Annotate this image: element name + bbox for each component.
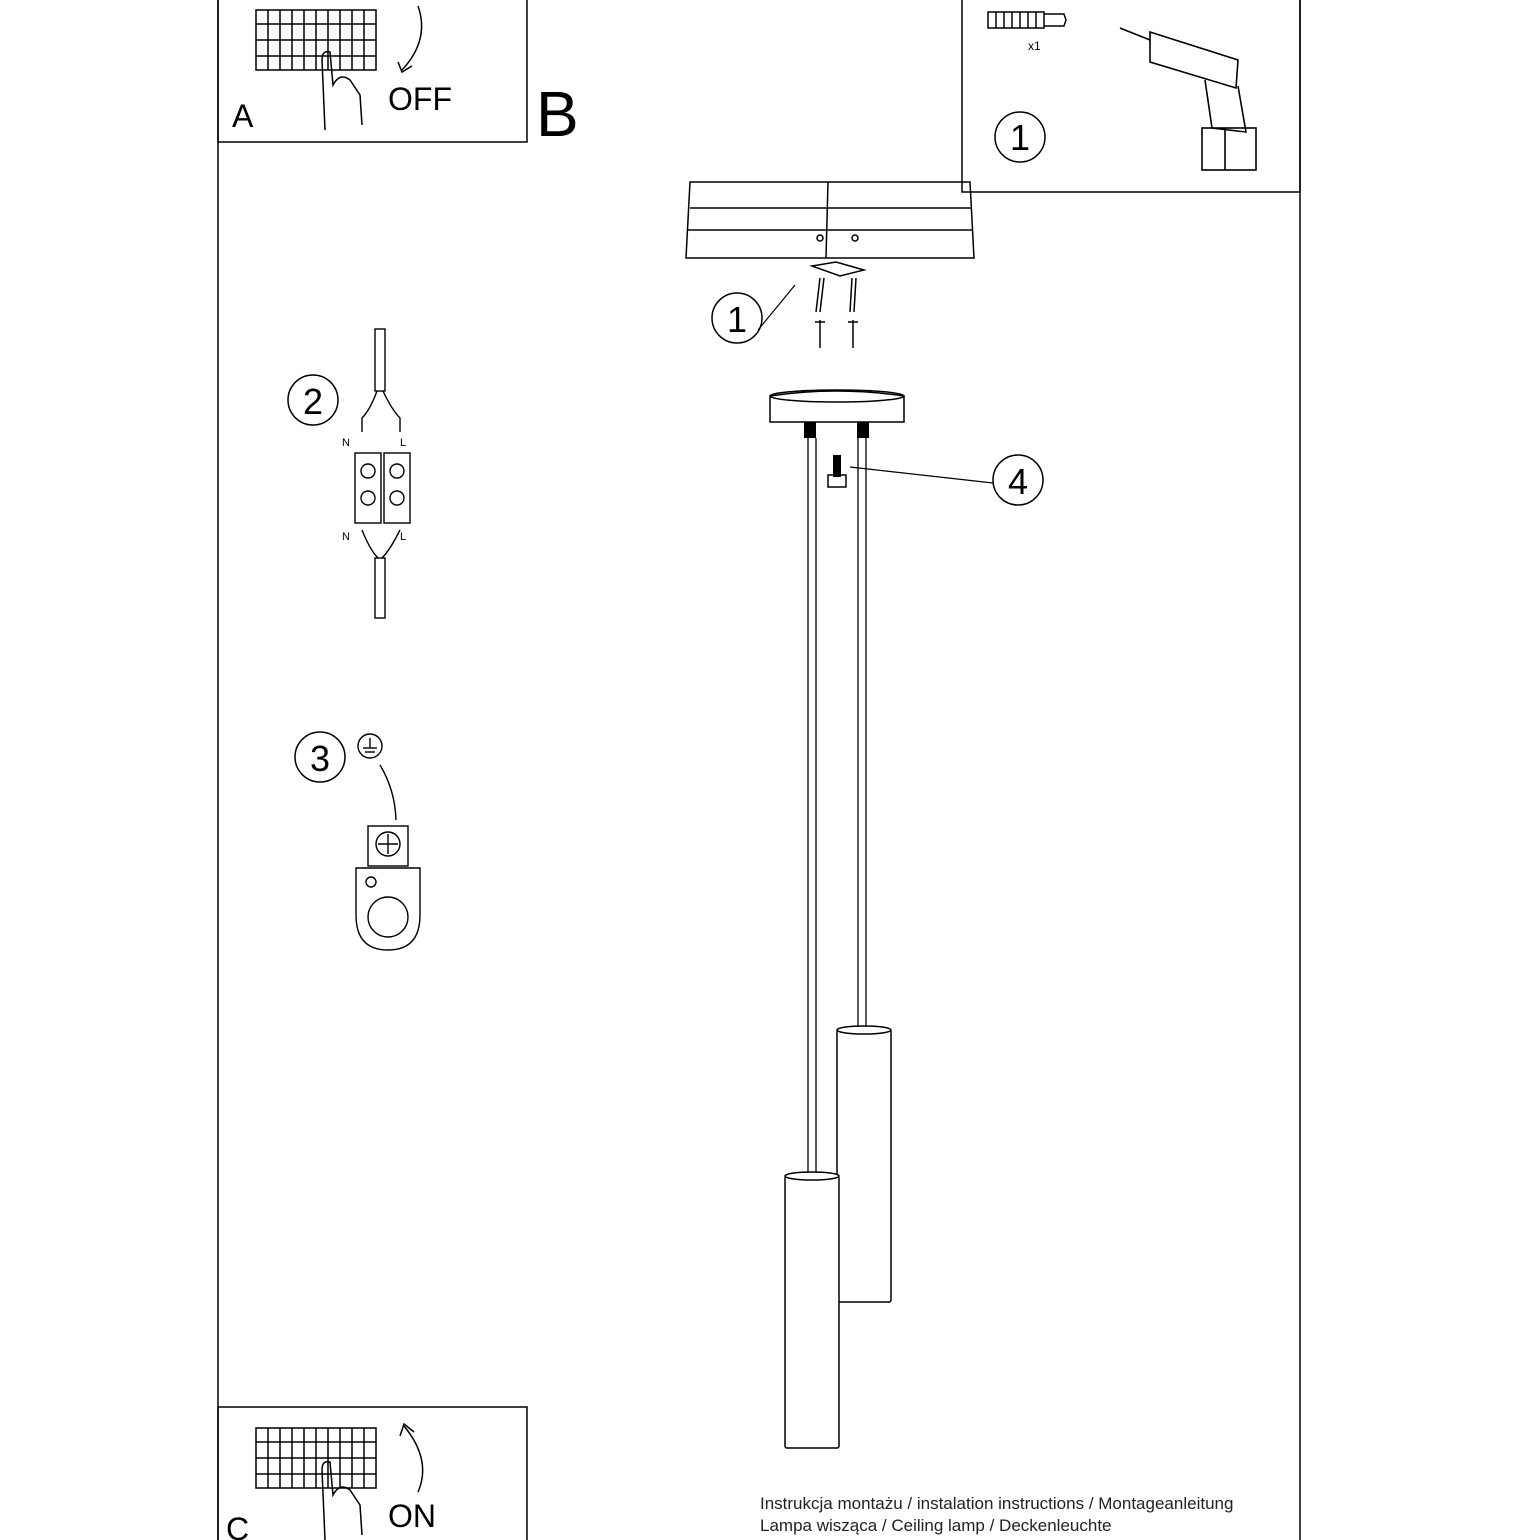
lamp-shade-left bbox=[784, 1171, 840, 1449]
step-4-leader bbox=[849, 466, 994, 484]
step-1-mount-number: 1 bbox=[727, 299, 747, 340]
wire-label-n-bottom: N bbox=[342, 531, 350, 543]
panel-a: A OFF bbox=[217, 0, 528, 143]
wiring-connector bbox=[354, 328, 411, 619]
wire-label-l-bottom: L bbox=[400, 531, 406, 543]
canopy bbox=[769, 389, 905, 423]
off-label: OFF bbox=[388, 81, 452, 117]
on-label: ON bbox=[388, 1498, 436, 1534]
panel-c-letter: C bbox=[226, 1511, 249, 1540]
step-1-leader bbox=[757, 284, 796, 331]
drill-icon bbox=[1119, 27, 1257, 171]
step-2-number: 2 bbox=[303, 381, 323, 422]
step-1-kit-circle bbox=[994, 111, 1046, 163]
wire-label-l-top: L bbox=[400, 437, 406, 449]
kit-quantity: x1 bbox=[1028, 39, 1041, 53]
wall-plug-icon bbox=[987, 11, 1067, 29]
ground-symbol-icon bbox=[357, 733, 383, 759]
cable-glands bbox=[804, 422, 869, 438]
ground-terminal-icon bbox=[355, 764, 421, 951]
step-1-mount-circle bbox=[711, 292, 763, 344]
caption-line-2: Lampa wisząca / Ceiling lamp / Deckenleu… bbox=[760, 1516, 1112, 1535]
caption-line-1: Instrukcja montażu / instalation instruc… bbox=[760, 1494, 1234, 1513]
breaker-off-icon bbox=[255, 5, 423, 131]
wire-label-n-top: N bbox=[342, 437, 350, 449]
step-4-number: 4 bbox=[1008, 461, 1028, 502]
panel-c: ON C bbox=[217, 1406, 528, 1540]
step-2-circle bbox=[287, 374, 339, 426]
ceiling-block bbox=[685, 181, 975, 259]
step-3-circle bbox=[294, 731, 346, 783]
step-3-number: 3 bbox=[310, 738, 330, 779]
step-1-kit-number: 1 bbox=[1010, 117, 1030, 158]
tools-panel: x1 1 bbox=[961, 0, 1301, 193]
panel-b-letter: B bbox=[536, 78, 579, 150]
step-4-circle bbox=[992, 454, 1044, 506]
screw-icon bbox=[827, 455, 847, 488]
breaker-on-icon bbox=[255, 1422, 424, 1540]
mounting-bracket-icon bbox=[809, 261, 867, 348]
pendant-cables bbox=[807, 438, 867, 1176]
main-frame bbox=[217, 0, 1301, 1540]
panel-a-letter: A bbox=[232, 98, 254, 134]
lamp-shade-right bbox=[836, 1025, 892, 1303]
